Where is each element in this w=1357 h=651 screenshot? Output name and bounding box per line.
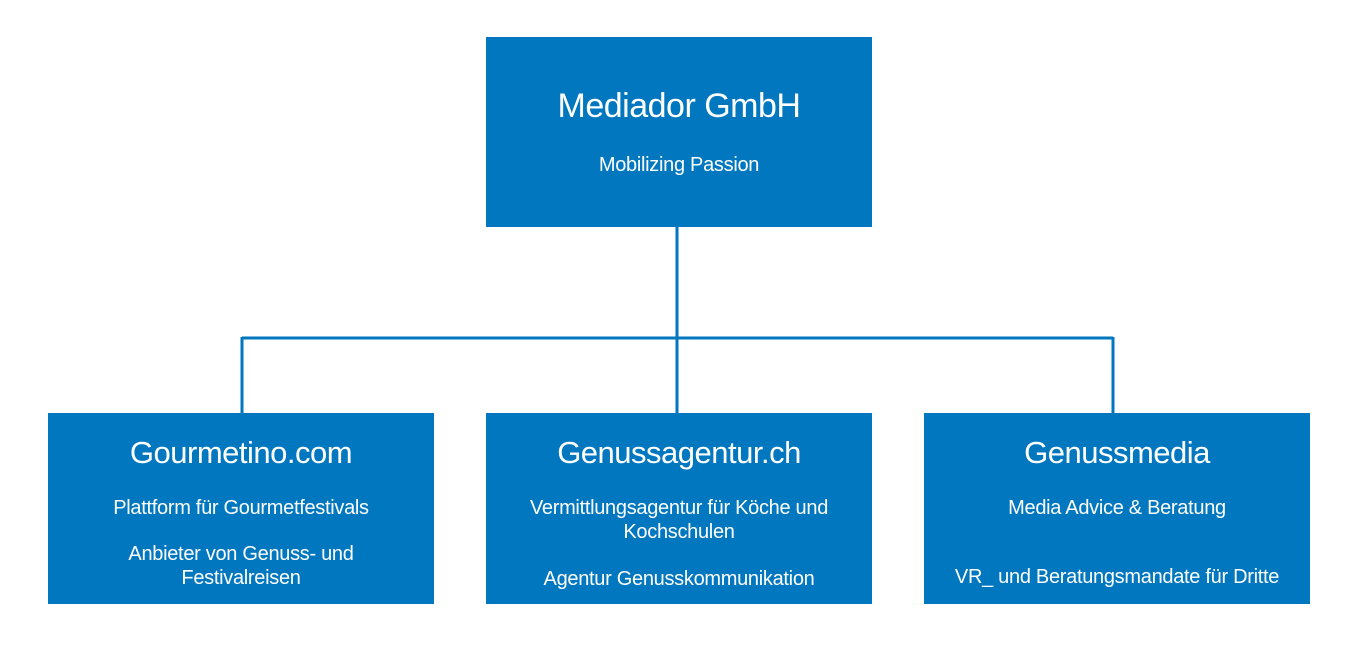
node-title: Genussmedia bbox=[1024, 435, 1210, 470]
node-line: Vermittlungsagentur für Köche und Kochsc… bbox=[529, 497, 829, 543]
node-title: Gourmetino.com bbox=[129, 435, 353, 470]
node-line: Agentur Genusskommunikation bbox=[543, 568, 815, 590]
node-line: VR_ und Beratungsmandate für Dritte bbox=[954, 566, 1280, 588]
org-node-gourmetino: Gourmetino.com Plattform für Gourmetfest… bbox=[48, 413, 434, 604]
org-node-genussagentur: Genussagentur.ch Vermittlungsagentur für… bbox=[486, 413, 872, 604]
root-title: Mediador GmbH bbox=[557, 87, 801, 125]
node-line: Plattform für Gourmetfestivals bbox=[113, 497, 369, 519]
org-node-root: Mediador GmbH Mobilizing Passion bbox=[486, 37, 872, 227]
node-line: Anbieter von Genuss- und Festivalreisen bbox=[128, 543, 354, 589]
node-line: Media Advice & Beratung bbox=[1008, 497, 1226, 519]
org-node-genussmedia: Genussmedia Media Advice & Beratung VR_ … bbox=[924, 413, 1310, 604]
root-subtitle: Mobilizing Passion bbox=[598, 154, 760, 176]
node-title: Genussagentur.ch bbox=[557, 435, 801, 470]
